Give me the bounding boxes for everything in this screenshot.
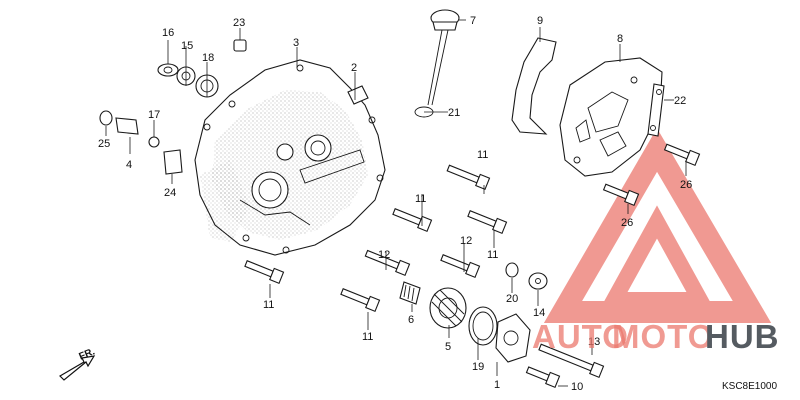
callout-labels: 1 2 3 4 5 6 7 8 9 10 11 11 11 11 11 12 1…: [98, 15, 692, 393]
watermark-triangle: [543, 128, 772, 323]
callout-11-d: 11: [362, 331, 373, 343]
callout-11-b: 11: [415, 193, 426, 205]
callout-16: 16: [162, 27, 174, 39]
callout-21: 21: [448, 107, 460, 119]
callout-25: 25: [98, 138, 110, 150]
callout-17: 17: [148, 109, 160, 121]
callout-2: 2: [351, 62, 357, 74]
callout-24: 24: [164, 187, 176, 199]
callout-5: 5: [445, 341, 451, 353]
callout-11-a: 11: [477, 149, 488, 161]
callout-19: 19: [472, 361, 484, 373]
callout-14: 14: [533, 307, 545, 319]
callout-13: 13: [588, 336, 600, 348]
watermark-text-hub: HUB: [705, 318, 780, 355]
watermark-text-moto: MOTO: [612, 318, 715, 355]
front-direction-arrow: [59, 355, 96, 381]
callout-12-a: 12: [460, 235, 472, 247]
callout-1: 1: [494, 379, 500, 391]
callout-15: 15: [181, 40, 193, 52]
bolts: [244, 143, 701, 389]
callout-11-c: 11: [487, 249, 498, 261]
sprocket-guard: [559, 57, 663, 177]
callout-23: 23: [233, 17, 245, 29]
callout-20: 20: [506, 293, 518, 305]
callout-26-b: 26: [621, 217, 633, 229]
callout-26-a: 26: [680, 179, 692, 191]
callout-22: 22: [674, 95, 686, 107]
watermark-text-auto: AUTO: [532, 318, 629, 355]
callout-12-b: 12: [378, 249, 390, 261]
bracket: [647, 83, 665, 137]
gasket: [511, 37, 557, 135]
callout-3: 3: [293, 37, 299, 49]
leader-lines: [105, 19, 687, 387]
callout-9: 9: [537, 15, 543, 27]
oil-dipstick: [414, 9, 460, 118]
callout-4: 4: [126, 159, 132, 171]
oil-filter-assembly: [399, 262, 548, 363]
crankcase-cover: [194, 59, 386, 256]
callout-11-e: 11: [263, 299, 274, 311]
diagram-code: KSC8E1000: [722, 381, 778, 392]
callout-6: 6: [408, 314, 414, 326]
callout-18: 18: [202, 52, 214, 64]
callout-10: 10: [571, 381, 583, 393]
callout-8: 8: [617, 33, 623, 45]
callout-7: 7: [470, 15, 476, 27]
